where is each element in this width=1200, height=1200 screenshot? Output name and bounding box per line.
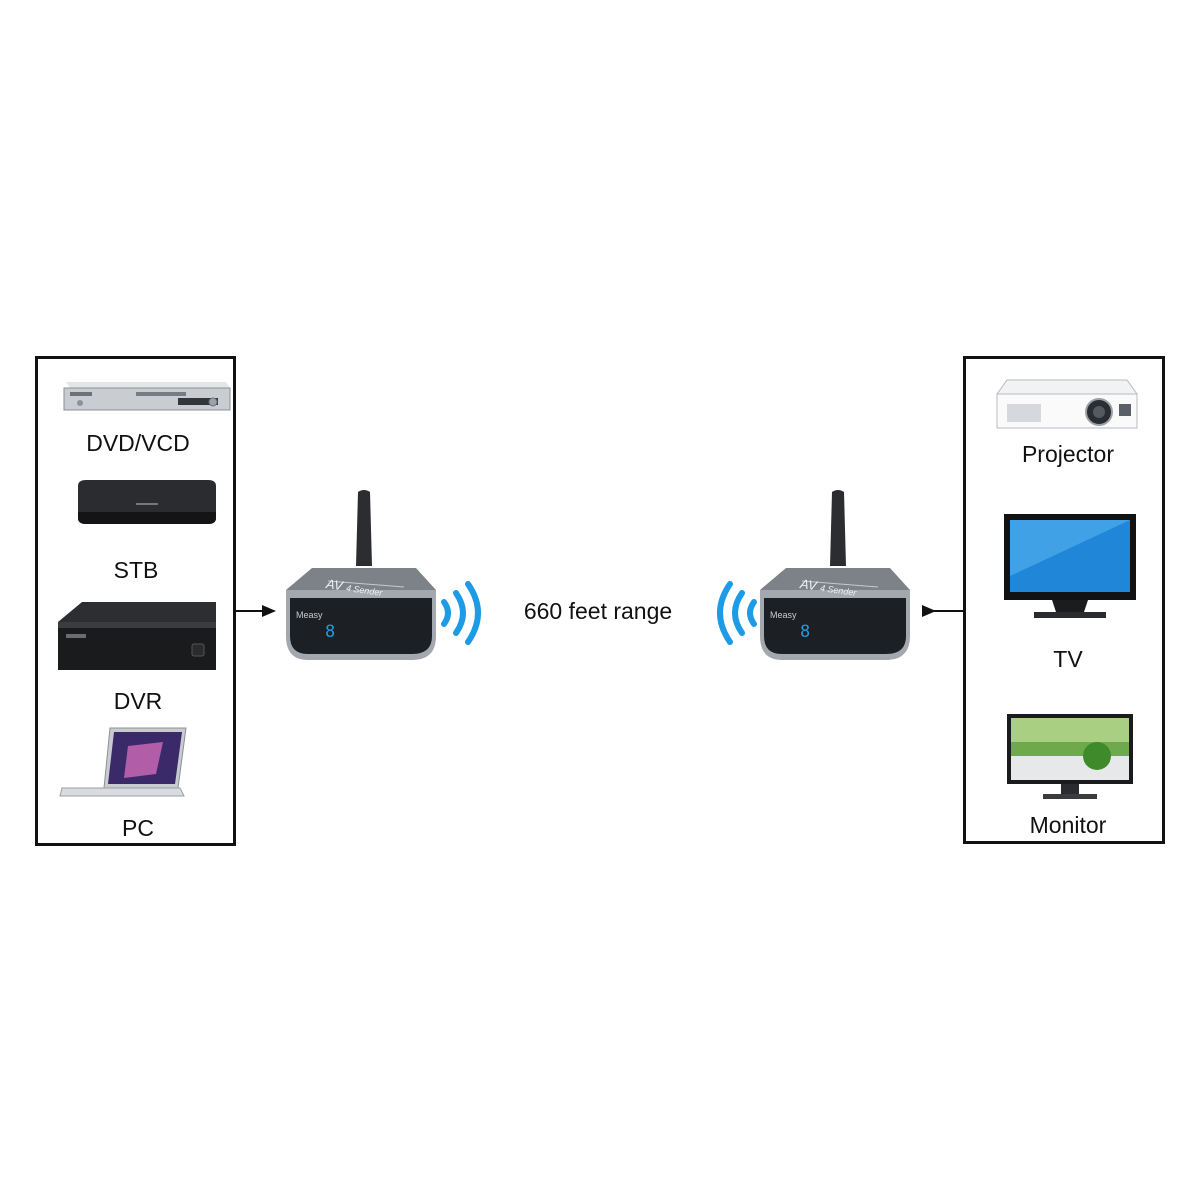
source-label-dvd: DVD/VCD [86,430,190,456]
monitor-icon [1005,712,1135,802]
laptop-icon [58,726,190,798]
transmitter-device [284,486,440,666]
source-label-dvr: DVR [113,688,163,714]
tv-icon [1000,512,1140,624]
display-label-projector: Projector [1021,441,1115,467]
output-arrow [920,603,966,619]
receiver-device [758,486,914,666]
set-top-box-icon [72,476,222,532]
projector-icon [993,376,1141,434]
display-label-monitor: Monitor [1029,812,1107,838]
dvr-icon [52,598,222,678]
transmitter-av-text: AV [325,576,344,594]
receiver-brand: Measy [770,610,797,620]
receiver-av-text: AV [799,576,818,594]
transmitter-brand: Measy [296,610,323,620]
transmitter-channel-display: 8 [325,622,336,642]
input-arrow [236,603,280,619]
transmit-signal-icon [436,580,486,646]
source-label-stb: STB [113,557,159,583]
display-label-tv: TV [1053,646,1083,672]
dvd-player-icon [58,378,233,414]
range-label: 660 feet range [523,598,673,624]
source-label-pc: PC [122,815,154,841]
receive-signal-icon [712,580,762,646]
receiver-channel-display: 8 [800,622,811,642]
